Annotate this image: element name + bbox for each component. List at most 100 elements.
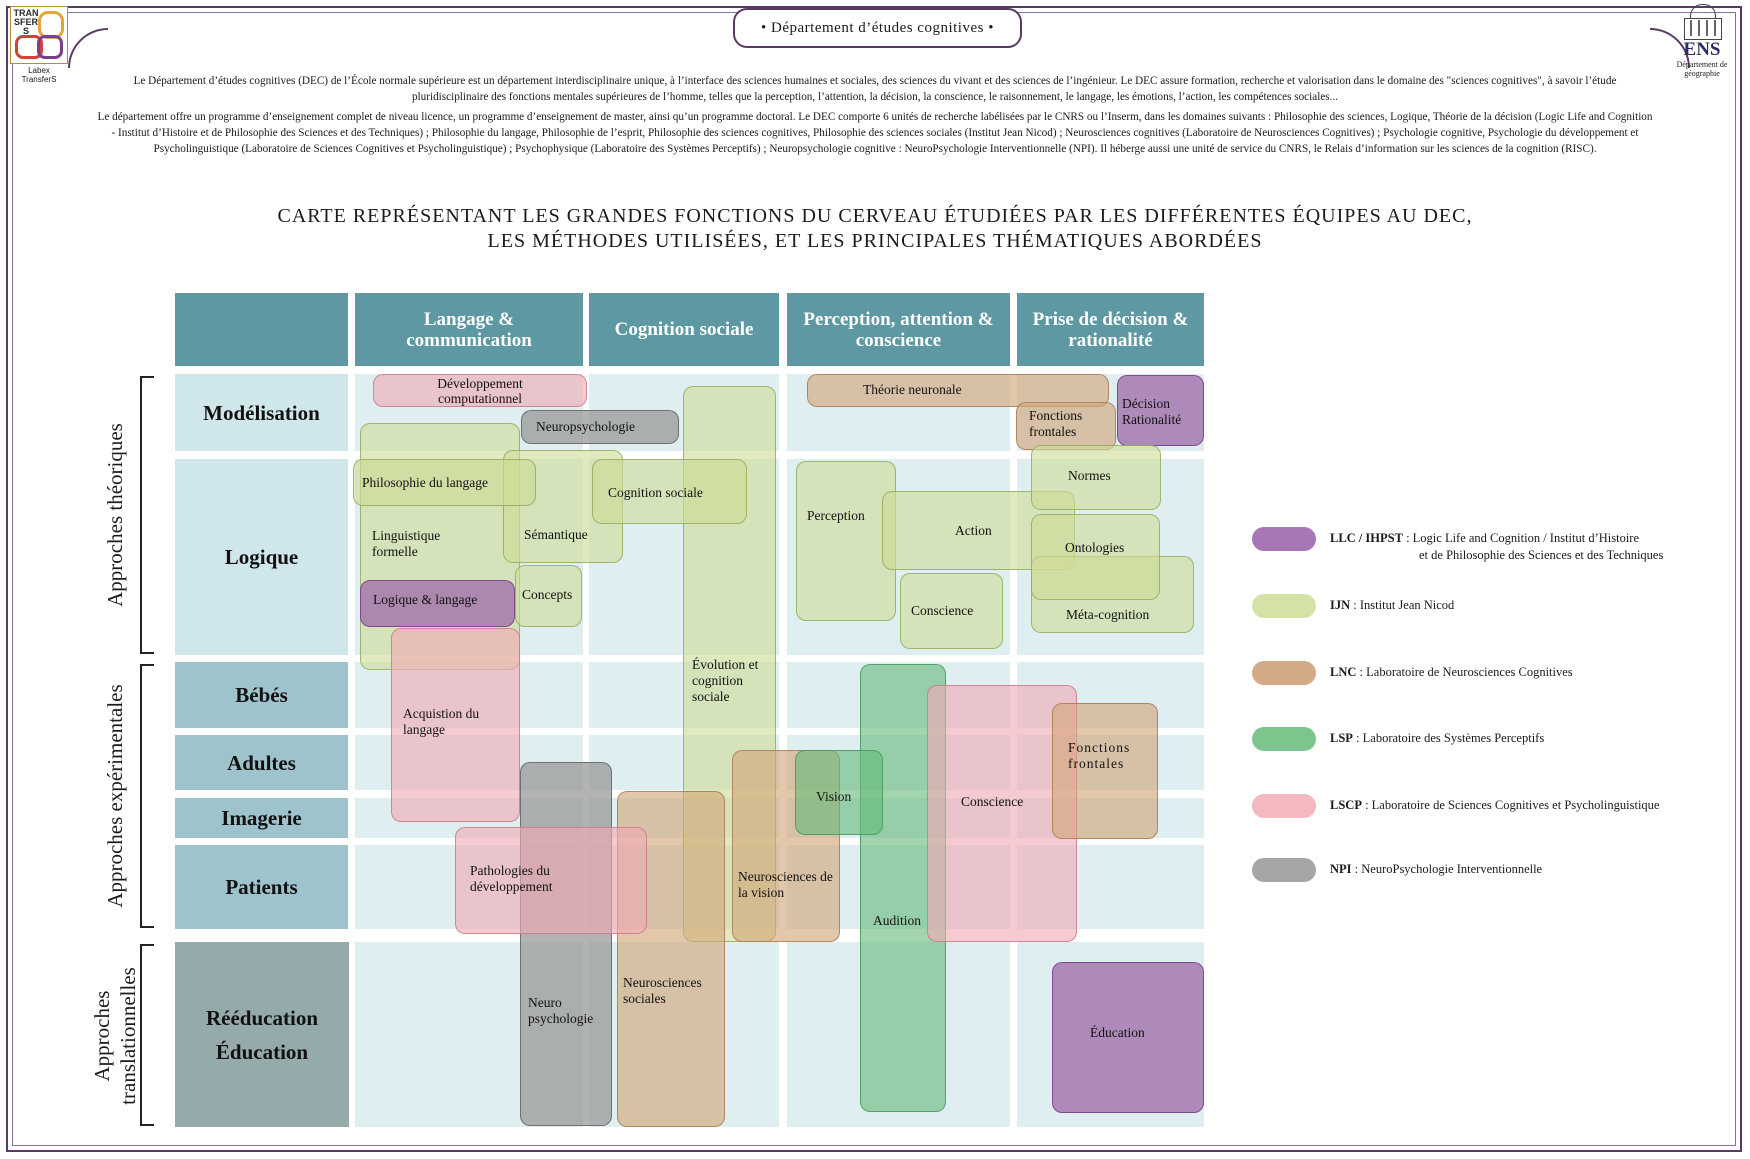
row-header-reeducation-education: Rééducation Éducation	[175, 942, 349, 1127]
blob-education: Éducation	[1052, 962, 1204, 1113]
blob-neuropsychologie-bottom: Neuro psychologie	[520, 762, 612, 1126]
bracket-approches-theoriques	[140, 376, 154, 654]
label-audition: Audition	[873, 913, 922, 928]
map-title-line2: LES MÉTHODES UTILISÉES, ET LES PRINCIPAL…	[487, 230, 1263, 252]
label-cognition-sociale: Cognition sociale	[608, 485, 703, 500]
row-header-education: Éducation	[215, 1039, 309, 1064]
legend-lnc: LNC : Laboratoire de Neurosciences Cogni…	[1252, 661, 1573, 685]
intro-paragraph-2: Le département offre un programme d’ense…	[97, 111, 1653, 155]
ens-caption-line1: Département de	[1676, 60, 1728, 69]
label-developpement-computationnel: Développement computationnel	[437, 376, 523, 406]
legend-text-lsp: : Laboratoire des Systèmes Perceptifs	[1356, 731, 1545, 745]
label-normes: Normes	[1068, 468, 1111, 483]
legend-text-llc: : Logic Life and Cognition / Institut d’…	[1406, 531, 1640, 545]
bracket-approches-translationnelles	[140, 944, 154, 1126]
label-perception: Perception	[807, 508, 865, 523]
legend-abbr-lnc: LNC	[1330, 665, 1357, 679]
label-conscience-mid: Conscience	[961, 794, 1024, 809]
bracket-approches-experimentales	[140, 664, 154, 928]
intro-paragraph-1: Le Département d’études cognitives (DEC)…	[133, 75, 1617, 103]
label-linguistique-formelle: Linguistique formelle	[372, 528, 441, 559]
label-pathologies-du-developpement: Pathologies du développement	[470, 863, 553, 894]
ens-logo: ENS Département de géographie	[1666, 4, 1738, 78]
legend-swatch-ijn	[1252, 594, 1316, 618]
legend-text-lscp: : Laboratoire de Sciences Cognitives et …	[1365, 798, 1660, 812]
department-title: Département d’études cognitives	[771, 19, 984, 36]
department-title-plate: • Département d’études cognitives •	[733, 8, 1022, 48]
row-header-patients: Patients	[175, 845, 348, 929]
legend-abbr-lscp: LSCP	[1330, 798, 1362, 812]
labex-logo: TRANSFERS Labex TransferS	[10, 6, 68, 84]
map-title-line1: CARTE REPRÉSENTANT LES GRANDES FONCTIONS…	[277, 205, 1473, 227]
blob-normes: Normes	[1031, 445, 1161, 510]
logo-swirl-red	[15, 35, 43, 59]
row-header-reeducation: Rééducation	[206, 1005, 318, 1030]
label-ontologies: Ontologies	[1065, 540, 1125, 555]
blob-acquisition-du-langage: Acquistion du langage	[391, 628, 520, 822]
label-concepts: Concepts	[522, 587, 573, 602]
legend-abbr-npi: NPI	[1330, 862, 1352, 876]
label-semantique: Sémantique	[524, 527, 588, 542]
legend-ijn: IJN : Institut Jean Nicod	[1252, 594, 1455, 618]
ens-wordmark: ENS	[1683, 39, 1721, 60]
labex-caption: Labex TransferS	[10, 66, 68, 84]
label-philosophie-du-langage: Philosophie du langage	[362, 475, 488, 490]
legend-abbr-llc: LLC / IHPST	[1330, 531, 1403, 545]
blob-theorie-neuronale: Théorie neuronale	[807, 374, 1109, 407]
blob-ontologies: Ontologies	[1031, 514, 1160, 600]
label-decision-rationalite: Décision Rationalité	[1122, 396, 1182, 427]
row-header-modelisation: Modélisation	[175, 374, 348, 451]
blob-perception: Perception	[796, 461, 896, 621]
label-conscience-top: Conscience	[911, 603, 974, 618]
blob-pathologies-du-developpement: Pathologies du développement	[455, 827, 647, 934]
legend-abbr-lsp: LSP	[1330, 731, 1353, 745]
label-neuropsychologie-bottom: Neuro psychologie	[528, 995, 594, 1026]
label-meta-cognition: Méta-cognition	[1066, 607, 1150, 622]
logo-swirl-purple	[37, 35, 63, 59]
label-neurosciences-sociales: Neurosciences sociales	[623, 975, 702, 1006]
blob-vision: Vision	[795, 750, 883, 835]
blob-fonctions-frontales-top: Fonctions frontales	[1016, 402, 1116, 450]
row-header-bebes: Bébés	[175, 662, 348, 728]
legend-npi: NPI : NeuroPsychologie Interventionnelle	[1252, 858, 1543, 882]
page-frame	[6, 6, 1742, 1152]
legend-swatch-npi	[1252, 858, 1316, 882]
legend-swatch-lnc	[1252, 661, 1316, 685]
group-label-approches-experimentales: Approches expérimentales	[103, 684, 127, 908]
ens-dome-icon	[1682, 4, 1722, 40]
legend-text2-llc: et de Philosophie des Sciences et des Te…	[1419, 548, 1664, 562]
labex-caption-line1: Labex	[28, 66, 50, 75]
group-label-approches-translationnelles: Approches translationnelles	[90, 967, 140, 1105]
label-neurosciences-de-la-vision: Neurosciences de la vision	[738, 869, 833, 900]
plate-dot-right: •	[983, 19, 994, 36]
legend-swatch-lsp	[1252, 727, 1316, 751]
legend-text-npi: : NeuroPsychologie Interventionnelle	[1354, 862, 1543, 876]
label-neuropsychologie-top: Neuropsychologie	[536, 419, 635, 434]
grid-gutter	[583, 374, 589, 1127]
legend-text-ijn: : Institut Jean Nicod	[1353, 598, 1455, 612]
row-header-logique: Logique	[175, 459, 348, 655]
blob-neuropsychologie-top: Neuropsychologie	[521, 410, 679, 444]
blob-logique-et-langage: Logique & langage	[360, 580, 515, 627]
label-education: Éducation	[1090, 1025, 1145, 1040]
blob-philosophie-du-langage: Philosophie du langage	[353, 459, 536, 506]
legend-lsp: LSP : Laboratoire des Systèmes Perceptif…	[1252, 727, 1545, 751]
label-action: Action	[955, 523, 992, 538]
grid-gutter	[355, 451, 1204, 459]
row-header-adultes: Adultes	[175, 735, 348, 790]
label-fonctions-frontales-top: Fonctions frontales	[1029, 408, 1083, 439]
grid-corner	[175, 293, 348, 366]
group-label-approches-theoriques: Approches théoriques	[103, 423, 127, 607]
col-header-cognition-sociale: Cognition sociale	[589, 293, 779, 366]
grid-gutter	[355, 728, 1204, 735]
blob-conscience-top: Conscience	[900, 573, 1003, 649]
legend-text-lnc: : Laboratoire de Neurosciences Cognitive…	[1359, 665, 1573, 679]
label-theorie-neuronale: Théorie neuronale	[863, 382, 962, 397]
legend-lscp: LSCP : Laboratoire de Sciences Cognitive…	[1252, 794, 1660, 818]
col-header-langage: Langage & communication	[355, 293, 583, 366]
label-vision: Vision	[816, 789, 852, 804]
blob-fonctions-frontales-mid: Fonctions frontales	[1052, 703, 1158, 839]
label-acquisition-du-langage: Acquistion du langage	[403, 706, 480, 737]
label-evolution-cognition-sociale: Évolution et cognition sociale	[692, 657, 759, 704]
legend-abbr-ijn: IJN	[1330, 598, 1351, 612]
